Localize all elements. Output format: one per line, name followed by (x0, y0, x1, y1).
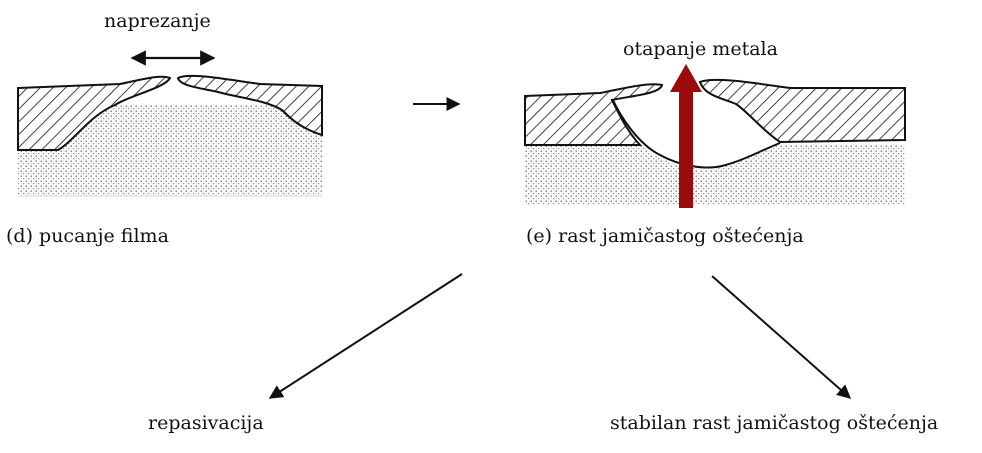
panel-e-pit-growth (524, 64, 906, 208)
repassivation-label: repasivacija (148, 412, 264, 434)
repassivation-arrow (268, 273, 463, 399)
panel-d-film-rupture (17, 50, 323, 197)
stable-growth-label: stabilan rast jamičastog oštećenja (610, 412, 939, 434)
panel-d-caption: (d) pucanje filma (6, 225, 169, 247)
stable-growth-arrow (711, 275, 852, 399)
panel-d-left-film (17, 75, 172, 151)
panel-d-metal-substrate (18, 105, 322, 196)
stress-label: naprezanje (104, 10, 211, 32)
panel-e-metal-substrate (525, 145, 905, 205)
panel-e-right-film (698, 78, 906, 144)
panel-e-left-film (524, 83, 664, 146)
panel-d-right-film (176, 74, 323, 137)
panel-e-caption: (e) rast jamičastog oštećenja (526, 225, 804, 247)
metal-dissolution-arrow (670, 64, 702, 208)
metal-dissolution-label: otapanje metala (623, 38, 778, 60)
